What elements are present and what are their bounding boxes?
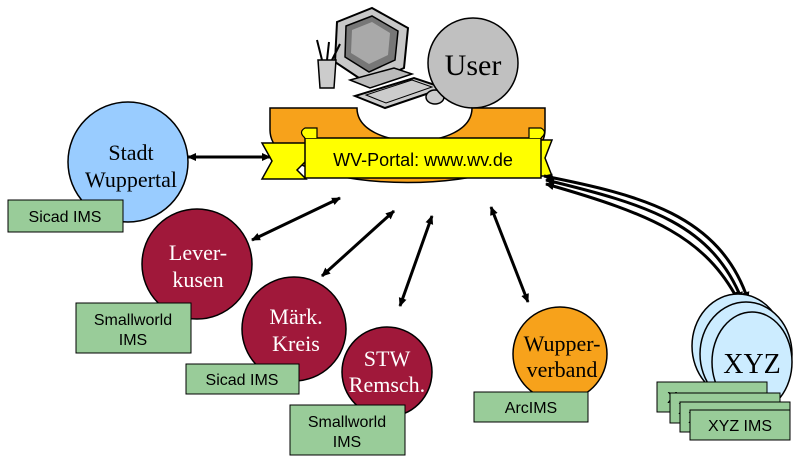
server-leverkusen-line-2: IMS	[119, 332, 147, 349]
server-wuppertal-label: Sicad IMS	[29, 209, 102, 226]
server-box-wupperverband	[473, 391, 589, 423]
node-wuppertal: Stadt Wuppertal Sicad IMS	[7, 101, 189, 233]
computer-icon	[316, 6, 448, 110]
node-leverkusen: Lever- kusen Smallworld IMS	[75, 208, 253, 354]
arrow-maerk	[320, 209, 396, 278]
node-leverkusen-circle	[141, 208, 253, 320]
node-leverkusen-line-2: kusen	[172, 267, 223, 292]
arrow-xyz-3	[545, 182, 740, 301]
server-box-remscheid	[289, 404, 406, 456]
user-label: User	[445, 49, 502, 82]
server-remscheid-line-1: Smallworld	[308, 414, 386, 431]
arrow-xyz-2	[545, 177, 744, 301]
node-wupperverband: Wupper- verband ArcIMS	[473, 306, 608, 423]
node-xyz-label: XYZ	[723, 349, 781, 380]
portal-label: WV-Portal: www.wv.de	[333, 150, 513, 170]
server-box-xyz	[689, 409, 791, 441]
server-box-leverkusen	[75, 302, 192, 354]
arrow-leverkusen	[251, 196, 341, 242]
node-wuppertal-circle	[67, 101, 189, 223]
node-wuppertal-line-1: Stadt	[108, 140, 153, 165]
node-wupperverband-line-1: Wupper-	[524, 331, 601, 356]
node-wupperverband-line-2: verband	[527, 357, 598, 382]
node-maerk-line-1: Märk.	[269, 304, 322, 329]
server-wupperverband-label: ArcIMS	[505, 400, 557, 417]
connection-arrows	[187, 153, 750, 307]
node-leverkusen-line-1: Lever-	[169, 240, 227, 265]
node-xyz: XYZ X X X XYZ IMS	[656, 293, 793, 441]
node-wuppertal-line-2: Wuppertal	[85, 167, 177, 192]
server-xyz-label: XYZ IMS	[708, 418, 772, 435]
server-remscheid-line-2: IMS	[333, 434, 361, 451]
portal-banner	[260, 127, 554, 180]
arrow-xyz-1	[543, 173, 750, 301]
arrow-wupperverband	[489, 206, 530, 303]
server-box-wuppertal	[7, 199, 124, 233]
node-remscheid-line-1: STW	[364, 346, 411, 371]
server-maerk-label: Sicad IMS	[206, 372, 279, 389]
node-maerk-kreis: Märk. Kreis Sicad IMS	[185, 276, 347, 395]
server-leverkusen-line-1: Smallworld	[94, 312, 172, 329]
server-box-maerk	[185, 363, 300, 395]
arrow-remscheid	[398, 215, 434, 307]
node-stw-remscheid: STW Remsch. Smallworld IMS	[289, 326, 433, 456]
node-maerk-line-2: Kreis	[272, 331, 320, 356]
node-remscheid-line-2: Remsch.	[349, 372, 425, 397]
